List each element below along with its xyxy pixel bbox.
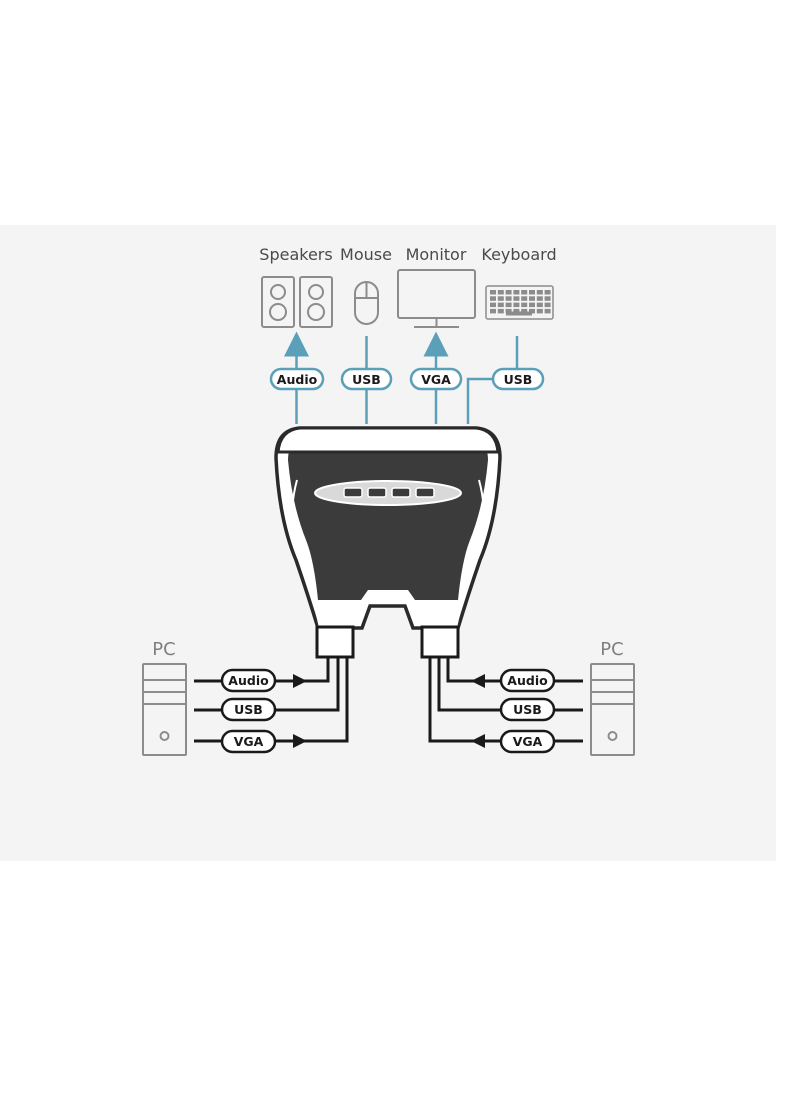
- top-vga-tag: VGA: [409, 367, 463, 391]
- top-usb-mouse-tag: USB: [340, 367, 393, 391]
- keyboard-key: [490, 296, 496, 301]
- keyboard-key: [505, 296, 512, 301]
- monitor-label: Monitor: [406, 245, 467, 264]
- right-audio-text: Audio: [507, 673, 548, 688]
- keyboard-key: [490, 290, 496, 295]
- keyboard-key: [521, 308, 528, 314]
- top-vga-text: VGA: [421, 372, 451, 387]
- keyboard-key: [544, 296, 551, 301]
- keyboard-key: [536, 308, 543, 314]
- speakers-label: Speakers: [259, 245, 332, 264]
- left-audio-tag: Audio: [220, 668, 277, 693]
- right-usb-text: USB: [513, 702, 542, 717]
- top-audio-text: Audio: [277, 372, 318, 387]
- left-arrows: [293, 674, 307, 748]
- keyboard-key: [505, 302, 512, 308]
- kvm-switch: [274, 426, 502, 659]
- keyboard-key: [536, 302, 543, 308]
- top-usb-keyboard-text: USB: [504, 372, 533, 387]
- left-vga-text: VGA: [234, 734, 264, 749]
- keyboard-key: [529, 302, 535, 308]
- keyboard-key: [529, 308, 535, 314]
- keyboard-keys: [490, 290, 551, 316]
- keyboard-key: [490, 302, 496, 308]
- keyboard-key: [544, 290, 551, 295]
- left-pc-label: PC: [152, 639, 175, 660]
- right-arrows: [471, 674, 485, 748]
- keyboard-key: [529, 296, 535, 301]
- right-audio-tag: Audio: [499, 668, 556, 693]
- top-usb-mouse-text: USB: [352, 372, 381, 387]
- left-vga-tag: VGA: [220, 729, 277, 754]
- keyboard-key: [544, 308, 551, 314]
- monitor-icon: [397, 269, 476, 328]
- keyboard-key: [490, 308, 496, 314]
- keyboard-key: [521, 290, 528, 295]
- keyboard-key: [505, 308, 512, 314]
- keyboard-key: [497, 308, 504, 314]
- top-cables: [284, 331, 519, 424]
- keyboard-key: [505, 290, 512, 295]
- speakers-icon: [261, 276, 333, 328]
- left-usb-text: USB: [234, 702, 263, 717]
- mouse-icon: [354, 281, 379, 325]
- keyboard-label: Keyboard: [481, 245, 556, 264]
- right-vga-tag: VGA: [499, 729, 556, 754]
- left-pc-icon: [142, 663, 187, 756]
- left-cables: [194, 657, 349, 743]
- right-vga-text: VGA: [513, 734, 543, 749]
- keyboard-key: [513, 290, 520, 295]
- keyboard-key: [529, 290, 535, 295]
- keyboard-key: [513, 296, 520, 301]
- mouse-label: Mouse: [340, 245, 392, 264]
- right-pc-label: PC: [600, 639, 623, 660]
- keyboard-key: [521, 296, 528, 301]
- keyboard-key: [513, 302, 520, 308]
- keyboard-key: [544, 302, 551, 308]
- keyboard-key: [497, 302, 504, 308]
- keyboard-key: [536, 296, 543, 301]
- right-pc-icon: [590, 663, 635, 756]
- keyboard-key: [521, 302, 528, 308]
- left-audio-text: Audio: [228, 673, 269, 688]
- right-usb-tag: USB: [499, 697, 556, 722]
- top-usb-keyboard-tag: USB: [491, 367, 545, 391]
- keyboard-key: [497, 296, 504, 301]
- keyboard-key: [513, 308, 520, 314]
- keyboard-spacebar: [506, 311, 532, 316]
- keyboard-key: [536, 290, 543, 295]
- top-audio-tag: Audio: [269, 367, 325, 391]
- keyboard-icon: [485, 285, 554, 320]
- left-usb-tag: USB: [220, 697, 277, 722]
- keyboard-key: [497, 290, 504, 295]
